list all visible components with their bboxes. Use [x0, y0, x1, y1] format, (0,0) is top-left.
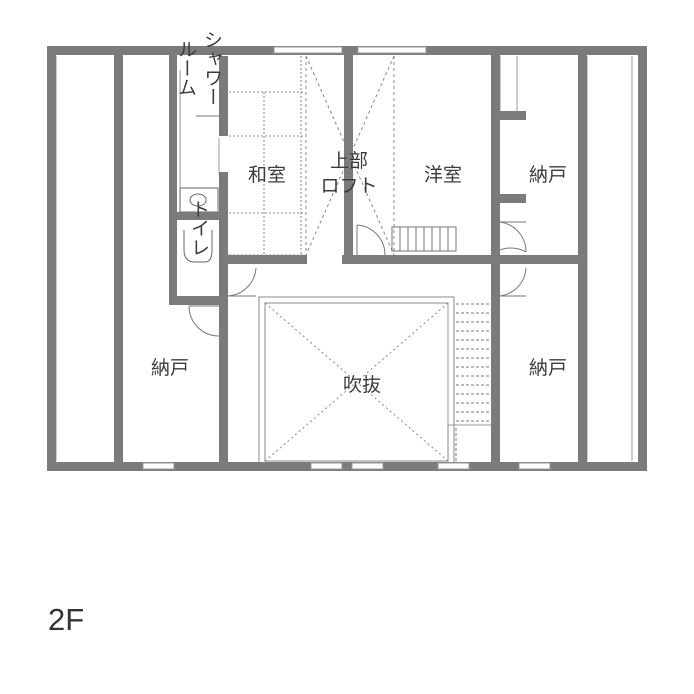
windows [142, 46, 551, 470]
toilet-label: トイレ [188, 200, 210, 257]
washitsu-label: 和室 [248, 164, 286, 186]
loft-label-line2: ロフト [320, 175, 377, 197]
nando-ne-label: 納戸 [529, 164, 567, 186]
svg-text:シャワー: シャワー [201, 30, 223, 106]
nando-w-label: 納戸 [151, 357, 189, 379]
walls [47, 46, 647, 471]
svg-text:ルーム: ルーム [175, 40, 197, 97]
loft-label-line1: 上部 [330, 150, 368, 172]
fukinuke-label: 吹抜 [343, 374, 381, 396]
room-labels: シャワー ルーム 和室 上部 ロフト 洋室 納戸 トイレ 納戸 吹抜 納戸 [151, 30, 567, 396]
yoshitsu-label: 洋室 [424, 164, 462, 186]
nando-e-label: 納戸 [529, 357, 567, 379]
floor-label: 2F [48, 602, 85, 637]
shower-room-label: シャワー ルーム [175, 30, 223, 106]
